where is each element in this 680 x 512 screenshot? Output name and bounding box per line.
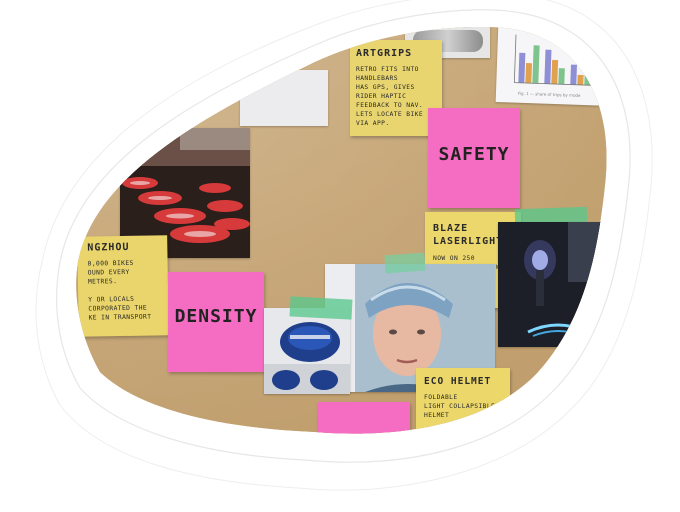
helmet-portrait-photo — [325, 264, 495, 392]
note-hangzhou-title: NGZHOU — [87, 241, 130, 254]
note-smartgrips: ARTGRIPS RETRO FITS INTO HANDLEBARS HAS … — [350, 40, 442, 136]
note-density: DENSITY — [168, 272, 264, 372]
chart-printout: Fig. 1 — share of trips by mode — [496, 22, 614, 106]
blue-helmet-photo — [264, 308, 350, 394]
chart-printout-caption: Fig. 1 — share of trips by mode — [518, 91, 581, 98]
note-eco-helmet-title: ECO HELMET — [424, 376, 492, 387]
note-eco-helmet-body: FOLDABLE LIGHT COLLAPSIBLE HELMET — [424, 394, 496, 419]
note-safety: SAFETY — [428, 108, 520, 208]
note-hangzhou: NGZHOU 0,000 BIKES OUND EVERY METRES. Y … — [77, 235, 169, 337]
note-hangzhou-body: 0,000 BIKES OUND EVERY METRES. Y OR LOCA… — [87, 259, 152, 322]
chart-printout-graphic: Fig. 1 — share of trips by mode — [496, 22, 614, 106]
note-smartgrips-body: RETRO FITS INTO HANDLEBARS HAS GPS, GIVE… — [356, 66, 424, 127]
note-safety-word: SAFETY — [438, 144, 510, 165]
note-density-word: DENSITY — [174, 306, 258, 327]
blue-helmet-graphic — [264, 308, 350, 394]
note-smartgrips-title: ARTGRIPS — [356, 48, 413, 59]
tape-portrait — [384, 253, 425, 274]
tape-blue-helmet — [290, 296, 353, 319]
note-blaze-title: BLAZE LASERLIGHT — [433, 223, 504, 247]
